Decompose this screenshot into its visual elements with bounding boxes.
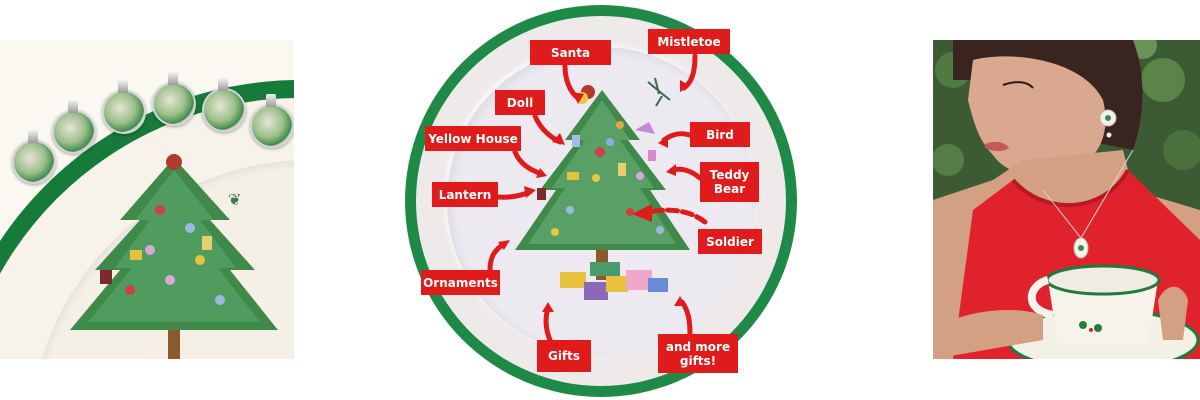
pendant-3	[102, 80, 146, 134]
pendant-5	[202, 78, 246, 132]
label-yellow-house: Yellow House	[425, 126, 521, 151]
label-soldier: Soldier	[698, 229, 762, 254]
label-ornaments: Ornaments	[421, 270, 500, 295]
label-teddy-bear: Teddy Bear	[700, 162, 759, 202]
label-mistletoe: Mistletoe	[648, 29, 730, 54]
model-illustration	[933, 40, 1200, 359]
mistletoe-icon: ❦	[228, 190, 242, 209]
label-lantern: Lantern	[432, 182, 498, 207]
label-santa: Santa	[530, 40, 611, 65]
label-bird: Bird	[690, 122, 750, 147]
label-and-more-gifts: and more gifts!	[658, 334, 738, 373]
pendant-4	[152, 72, 196, 126]
christmas-tree-illustration	[70, 154, 278, 359]
model-wearing-jewelry-photo	[933, 40, 1200, 359]
pendant-1	[12, 130, 56, 184]
label-gifts: Gifts	[537, 340, 591, 372]
pendant-6	[250, 94, 294, 148]
pendant-2	[52, 100, 96, 154]
plate-pendants-photo: ❦	[0, 40, 294, 359]
label-doll: Doll	[495, 90, 545, 115]
